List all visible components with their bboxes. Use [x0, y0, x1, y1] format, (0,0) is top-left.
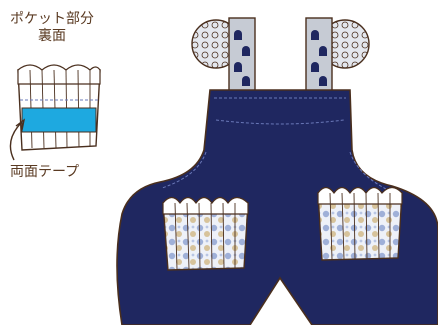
curved-arrow-icon — [9, 118, 26, 161]
double-sided-tape-label: 両面テープ — [10, 164, 80, 180]
pocket-back-label: ポケット部分 裏面 — [10, 11, 94, 45]
right-pocket — [317, 186, 403, 261]
pocket-back-label-line2: 裏面 — [38, 28, 66, 44]
pocket-back-label-line1: ポケット部分 — [10, 11, 94, 27]
right-strap — [305, 17, 370, 93]
left-pocket — [162, 196, 249, 271]
pocket-back-diagram — [17, 64, 101, 151]
left-strap — [191, 17, 256, 93]
double-sided-tape — [21, 107, 97, 133]
